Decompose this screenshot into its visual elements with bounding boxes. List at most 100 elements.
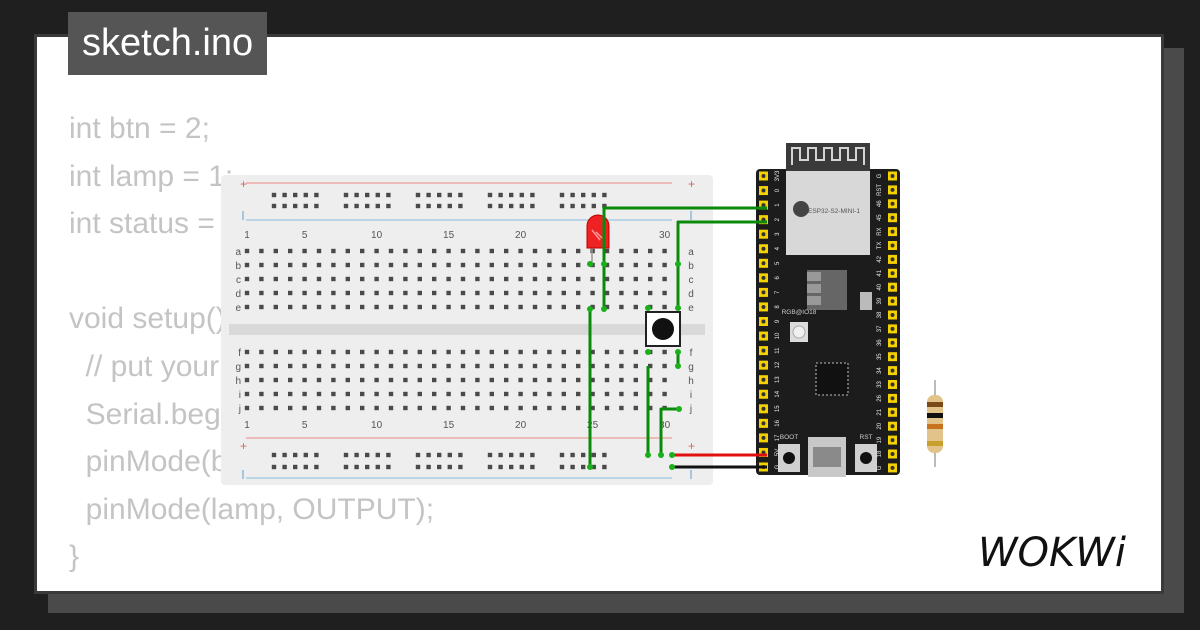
row-letter: i	[690, 390, 692, 401]
wire-endpoint	[675, 305, 681, 311]
breadboard-hole	[604, 405, 610, 411]
wire-endpoint	[676, 406, 682, 412]
breadboard-hole	[547, 262, 552, 268]
breadboard-hole	[662, 290, 667, 296]
pin-label: 39	[877, 297, 883, 304]
pin-label: 10	[775, 332, 781, 339]
breadboard-hole	[302, 349, 307, 355]
filename-tab[interactable]: sketch.ino	[68, 12, 268, 75]
breadboard-hole	[365, 203, 370, 209]
breadboard-hole	[504, 276, 509, 282]
breadboard-hole	[489, 405, 494, 411]
breadboard-hole	[633, 248, 638, 254]
module-label: ESP32-S2-MINI-1	[808, 208, 860, 215]
breadboard-hole	[504, 290, 509, 296]
breadboard-hole	[547, 248, 552, 254]
wires	[587, 206, 767, 470]
breadboard-hole	[559, 464, 565, 470]
header-pin-hole	[890, 326, 895, 331]
breadboard-hole	[447, 452, 452, 458]
breadboard-hole	[288, 290, 293, 296]
breadboard-hole	[360, 363, 365, 369]
breadboard-hole	[498, 203, 503, 209]
breadboard-hole	[374, 349, 379, 355]
breadboard-hole	[345, 363, 350, 369]
breadboard-hole	[282, 203, 287, 209]
breadboard-hole	[374, 262, 379, 268]
pin-label: 14	[775, 390, 781, 397]
wire-endpoint	[645, 349, 651, 355]
breadboard-hole	[374, 405, 379, 411]
row-letter: f	[238, 348, 241, 359]
row-letter: h	[688, 376, 694, 387]
column-number: 20	[515, 420, 527, 431]
row-letter: a	[688, 247, 694, 258]
breadboard-hole	[498, 192, 503, 198]
breadboard-hole	[360, 262, 365, 268]
breadboard-hole	[519, 452, 524, 458]
breadboard-hole	[561, 349, 566, 355]
breadboard-hole	[316, 377, 322, 383]
breadboard-hole	[331, 391, 336, 397]
breadboard[interactable]: ++++115510101515202025253030aabbccddeeff…	[221, 175, 713, 485]
wire-endpoint	[675, 261, 681, 267]
breadboard-hole	[432, 304, 437, 310]
pin-label: TX	[877, 242, 883, 250]
breadboard-hole	[331, 363, 336, 369]
breadboard-hole	[648, 377, 653, 383]
breadboard-hole	[446, 248, 451, 254]
pin-label: 40	[877, 283, 883, 290]
breadboard-hole	[432, 405, 437, 411]
breadboard-hole	[302, 248, 307, 254]
breadboard-hole	[417, 349, 422, 355]
column-number: 10	[371, 420, 383, 431]
breadboard-hole	[602, 464, 607, 470]
row-letter: g	[235, 362, 241, 373]
breadboard-hole	[458, 452, 463, 458]
pin-label: G	[775, 464, 781, 469]
breadboard-hole	[475, 262, 480, 268]
header-pin-hole	[890, 396, 895, 401]
breadboard-hole	[374, 377, 379, 383]
header-pin-hole	[890, 243, 895, 248]
code-line: int lamp = 1;	[69, 159, 234, 193]
wire-endpoint	[658, 452, 664, 458]
boot-label: BOOT	[780, 434, 798, 441]
breadboard-hole	[259, 276, 264, 282]
breadboard-hole	[244, 363, 250, 369]
rail-plus-label: +	[240, 439, 247, 453]
row-letter: b	[235, 261, 241, 272]
breadboard-hole	[331, 405, 336, 411]
breadboard-hole	[648, 290, 653, 296]
header-pin-hole	[890, 201, 895, 206]
pin-label: 12	[775, 361, 781, 368]
header-pin-hole	[890, 174, 895, 178]
pin-label: 18	[877, 450, 883, 457]
breadboard-hole	[530, 192, 535, 198]
header-pin-hole	[890, 424, 895, 429]
regulator-pin	[807, 284, 821, 293]
breadboard-hole	[432, 363, 437, 369]
breadboard-hole	[532, 262, 538, 268]
breadboard-hole	[530, 452, 535, 458]
breadboard-hole	[273, 363, 278, 369]
breadboard-hole	[662, 248, 667, 254]
breadboard-hole	[343, 192, 349, 198]
breadboard-hole	[532, 377, 538, 383]
breadboard-hole	[426, 452, 431, 458]
breadboard-hole	[415, 452, 421, 458]
breadboard-hole	[648, 391, 653, 397]
breadboard-hole	[354, 452, 359, 458]
breadboard-hole	[345, 304, 350, 310]
header-pin-hole	[890, 229, 895, 234]
breadboard-hole	[316, 290, 322, 296]
breadboard-hole	[437, 452, 442, 458]
breadboard-hole	[475, 377, 480, 383]
breadboard-hole	[375, 464, 380, 470]
breadboard-hole	[331, 276, 336, 282]
breadboard-hole	[504, 349, 509, 355]
header-pin-hole	[761, 246, 766, 251]
breadboard-hole	[417, 304, 422, 310]
breadboard-hole	[559, 192, 565, 198]
